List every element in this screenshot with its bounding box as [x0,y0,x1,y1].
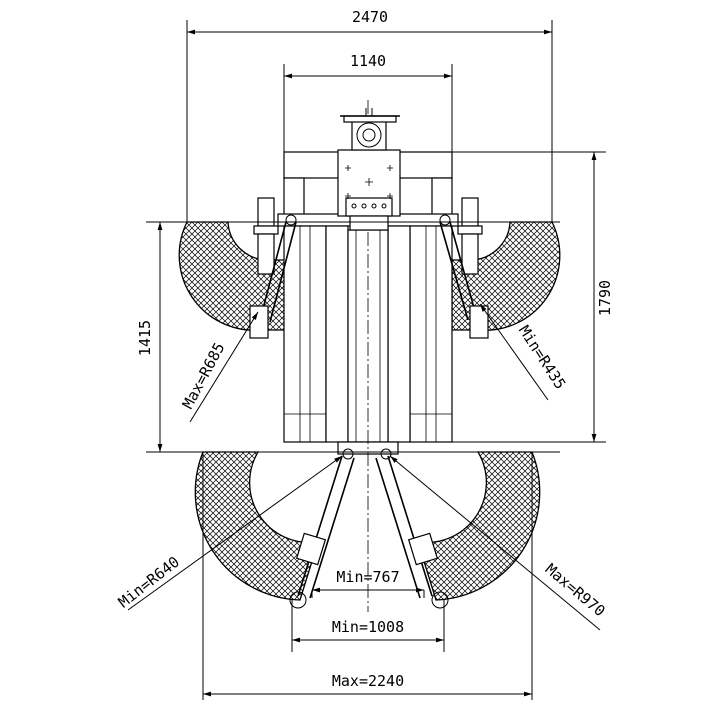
rear-min-radius-label: Min=R435 [515,322,569,392]
total-height-label: 1790 [596,280,614,316]
front-min-spread-label: Min=767 [336,568,399,586]
gearbox-motor-unit [337,108,401,231]
dimension-lines [127,29,601,697]
front-max-spread-label: Max=2240 [332,672,404,690]
lift-frame [277,100,459,612]
front-right-arm [375,448,449,609]
front-mid-spread-label: Min=1008 [332,618,404,636]
front-min-radius-label: Min=R640 [115,553,183,612]
front-right-swing-area [417,451,541,601]
column-spacing-label: 1140 [350,52,386,70]
rear-left-swing-area [178,221,286,331]
front-left-swing-area [194,451,319,601]
rear-right-swing-area [451,221,561,331]
overall-width-label: 2470 [352,8,388,26]
rear-left-arm [249,197,297,339]
reference-lines [146,20,606,700]
column-height-label: 1415 [136,320,154,356]
rear-right-arm [439,197,489,339]
front-left-arm [289,448,355,609]
